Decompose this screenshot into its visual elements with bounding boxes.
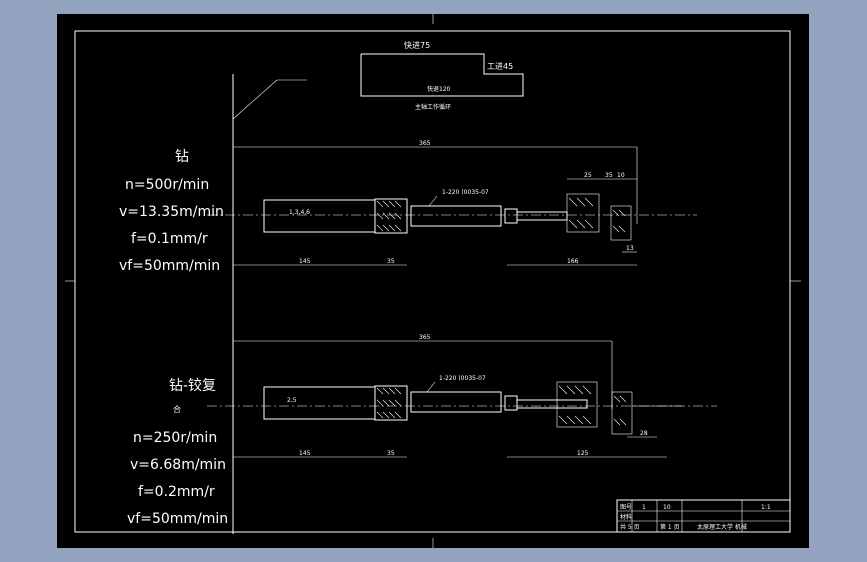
stage1-knurled-nut [374, 198, 408, 234]
stage2-thread-spec: 1-220 (0035-07 [439, 375, 486, 382]
stage2-dim-right: 125 [577, 450, 589, 457]
title-block-r1c1: 图号 [620, 504, 632, 511]
rapid-return-label: 快退120 [427, 85, 451, 93]
stage1-workpiece [566, 193, 600, 233]
stage2-title: 钻-铰复 [169, 377, 216, 394]
stage1-spindle-body [263, 199, 376, 233]
work-feed-label: 工进45 [487, 62, 513, 71]
stage2-tool-shank [410, 391, 502, 413]
inner-border [74, 30, 791, 533]
stage2-group: 钻-铰复 合 n=250r/min v=6.68m/min f=0.2mm/r … [127, 334, 717, 527]
stage2-spindle-body [263, 386, 376, 420]
rapid-advance-label: 快进75 [404, 40, 430, 50]
title-block-r1c2: 1 [642, 504, 646, 511]
stage1-param-v: v=13.35m/min [119, 204, 224, 220]
stage2-workpiece [556, 381, 598, 428]
stage1-group: 钻 n=500r/min v=13.35m/min f=0.1mm/r vf=5… [119, 140, 697, 274]
stage2-param-f: f=0.2mm/r [138, 484, 215, 500]
stage1-dim-small: 13 [626, 245, 634, 252]
stage1-param-vf: vf=50mm/min [119, 258, 220, 274]
stage1-tool-code: 1,3,4,6 [289, 209, 310, 216]
drawing-canvas: 快进75 工进45 快退120 主轴工作循环 钻 n=500r/min v=13… [65, 14, 801, 548]
stage1-fixture [610, 205, 632, 241]
title-block-r1c3: 10 [663, 504, 671, 511]
stage2-dim-left: 145 [299, 450, 311, 457]
stage1-thread-spec: 1-220 (0035-07 [442, 189, 489, 196]
stage1-dim-mid: 35 [387, 258, 395, 265]
stage2-reamer [516, 399, 588, 409]
stage2-knurled-nut [374, 385, 408, 421]
stage1-drill-bit [516, 211, 568, 221]
stage1-dim-top-2: 35 [605, 172, 613, 179]
stage2-dim-small: 28 [640, 430, 648, 437]
stage2-param-n: n=250r/min [133, 430, 217, 446]
title-block-r2c1: 材料 [620, 513, 632, 521]
title-block-r3c2: 第 1 页 [660, 523, 680, 531]
stage2-tool-code: 2,5 [287, 397, 297, 404]
stage2-total-dim: 365 [419, 334, 431, 341]
drawing-sheet: 快进75 工进45 快退120 主轴工作循环 钻 n=500r/min v=13… [57, 14, 809, 548]
stage2-param-v: v=6.68m/min [130, 457, 226, 473]
title-block: 图号 1 10 1:1 材料 共 5 页 第 1 页 太原理工大学 机械 [616, 499, 791, 533]
stage2-fixture [611, 391, 633, 435]
stage1-tool-shank [410, 205, 502, 227]
stage1-dim-right: 166 [567, 258, 579, 265]
stage2-dim-mid: 35 [387, 450, 395, 457]
datum-leader [232, 79, 278, 120]
stage1-dim-left: 145 [299, 258, 311, 265]
stage1-dim-top-3: 10 [617, 172, 625, 179]
title-block-r3c1: 共 5 页 [620, 523, 640, 531]
stage1-total-dim: 365 [419, 140, 431, 147]
stage1-param-n: n=500r/min [125, 177, 209, 193]
work-cycle-diagram: 快进75 工进45 快退120 主轴工作循环 [360, 40, 524, 111]
stage1-param-f: f=0.1mm/r [131, 231, 208, 247]
stage1-dim-top-1: 25 [584, 172, 592, 179]
cycle-label: 主轴工作循环 [415, 103, 451, 111]
title-block-scale: 1:1 [761, 504, 771, 511]
title-block-company: 太原理工大学 机械 [697, 523, 747, 531]
stage1-title: 钻 [175, 149, 189, 165]
stage2-param-vf: vf=50mm/min [127, 511, 228, 527]
stage2-title-cont: 合 [173, 404, 181, 414]
